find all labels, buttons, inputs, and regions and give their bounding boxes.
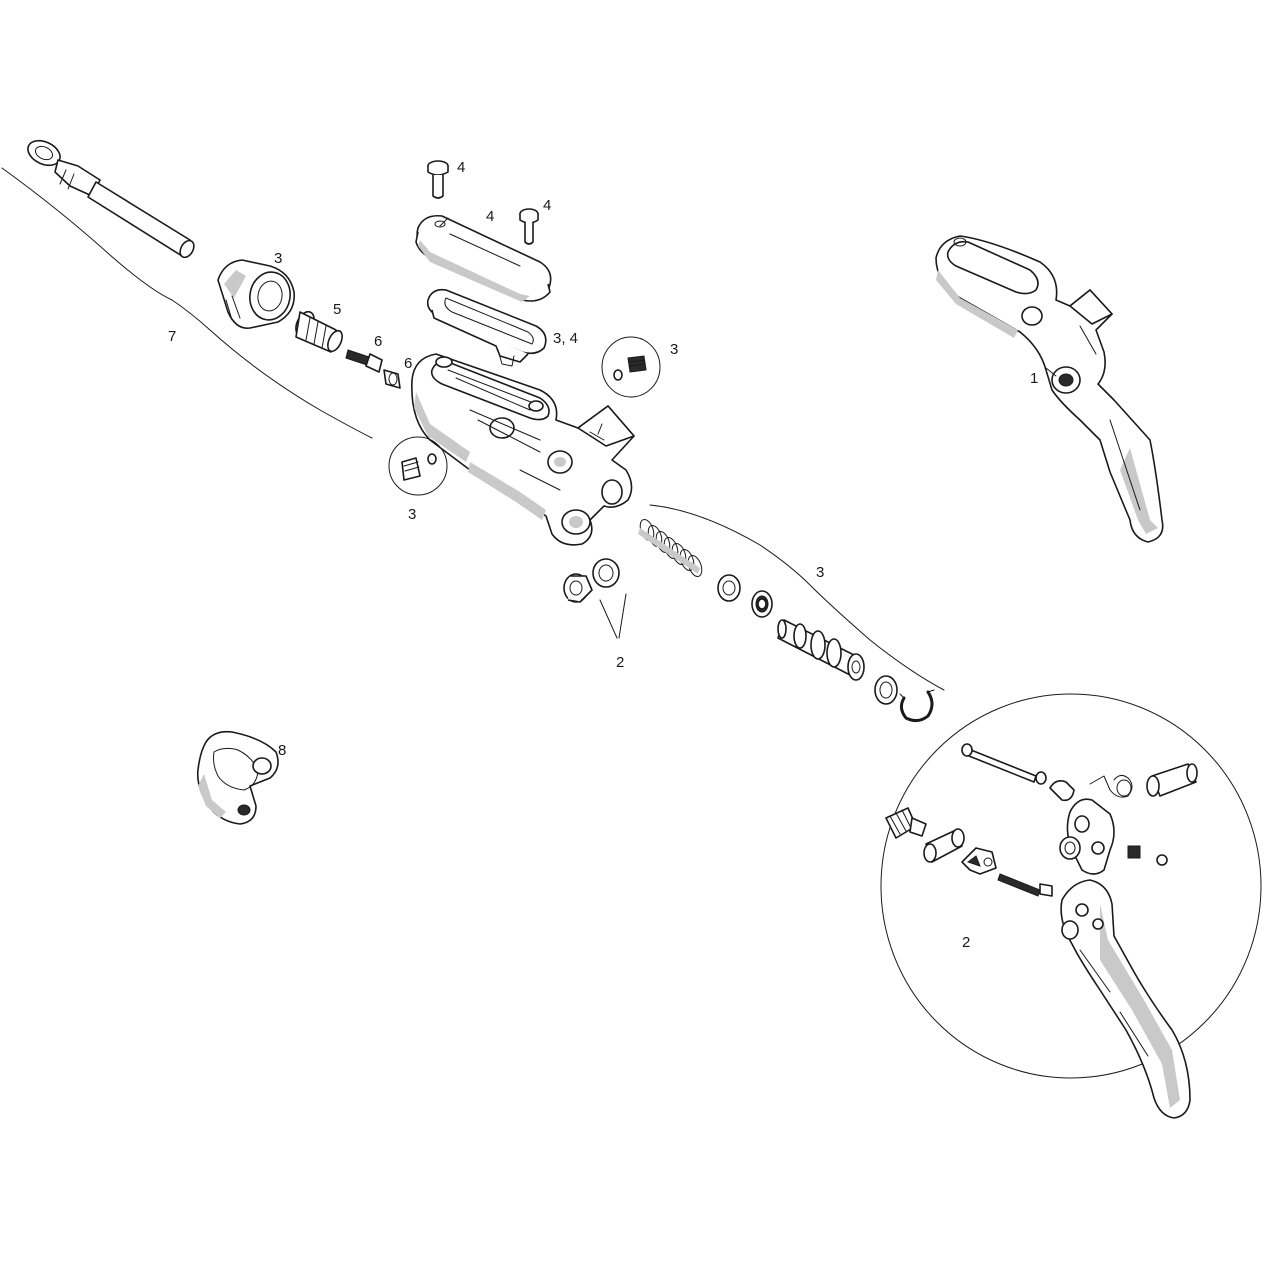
secondary-seal — [751, 590, 773, 618]
olive — [383, 369, 401, 389]
label-3-4-reservoir: 3, 4 — [553, 330, 578, 347]
return-spring — [638, 518, 703, 578]
piston-kit-bracket — [649, 504, 945, 691]
hose-clamp — [217, 259, 295, 329]
reservoir-bladder — [426, 288, 547, 367]
pivot-bushing — [563, 573, 593, 603]
washer-leader-1 — [599, 599, 618, 639]
label-6-barb: 6 — [374, 333, 382, 350]
cover-bolt-right — [519, 208, 539, 245]
label-4-bolt-top: 4 — [457, 159, 465, 176]
label-7: 7 — [168, 328, 176, 345]
master-cylinder-body — [411, 353, 635, 546]
reservoir-cover — [415, 214, 552, 302]
cover-bolt-top — [427, 160, 449, 199]
washer-leader-2 — [618, 593, 627, 639]
label-5: 5 — [333, 301, 341, 318]
piston — [777, 619, 865, 681]
hydraulic-hose — [27, 139, 195, 259]
label-4-bolt-right: 4 — [543, 197, 551, 214]
label-2-detail: 2 — [962, 934, 970, 951]
circlip — [899, 689, 935, 723]
primary-seal — [717, 574, 741, 602]
label-3-bleed-left: 3 — [408, 506, 416, 523]
bleed-port-detail-right — [601, 336, 661, 398]
lever-detail-circle — [880, 693, 1262, 1079]
label-2-washers: 2 — [616, 654, 624, 671]
label-3-piston-kit: 3 — [816, 564, 824, 581]
hose-kit-bracket — [1, 167, 373, 439]
lever-detail-parts — [885, 743, 1198, 1119]
handlebar-clamp — [196, 730, 279, 825]
piston-washer — [874, 675, 898, 705]
label-6-olive: 6 — [404, 355, 412, 372]
label-3-bleed-right: 3 — [670, 341, 678, 358]
label-4-cover: 4 — [486, 208, 494, 225]
pivot-washer — [592, 558, 620, 588]
label-8: 8 — [278, 742, 286, 759]
label-1: 1 — [1030, 370, 1038, 387]
bleed-port-detail-left — [388, 436, 448, 496]
hose-barb — [345, 349, 383, 373]
assembled-brake-lever — [935, 235, 1164, 543]
label-3-clamp: 3 — [274, 250, 282, 267]
compression-fitting — [295, 310, 343, 353]
